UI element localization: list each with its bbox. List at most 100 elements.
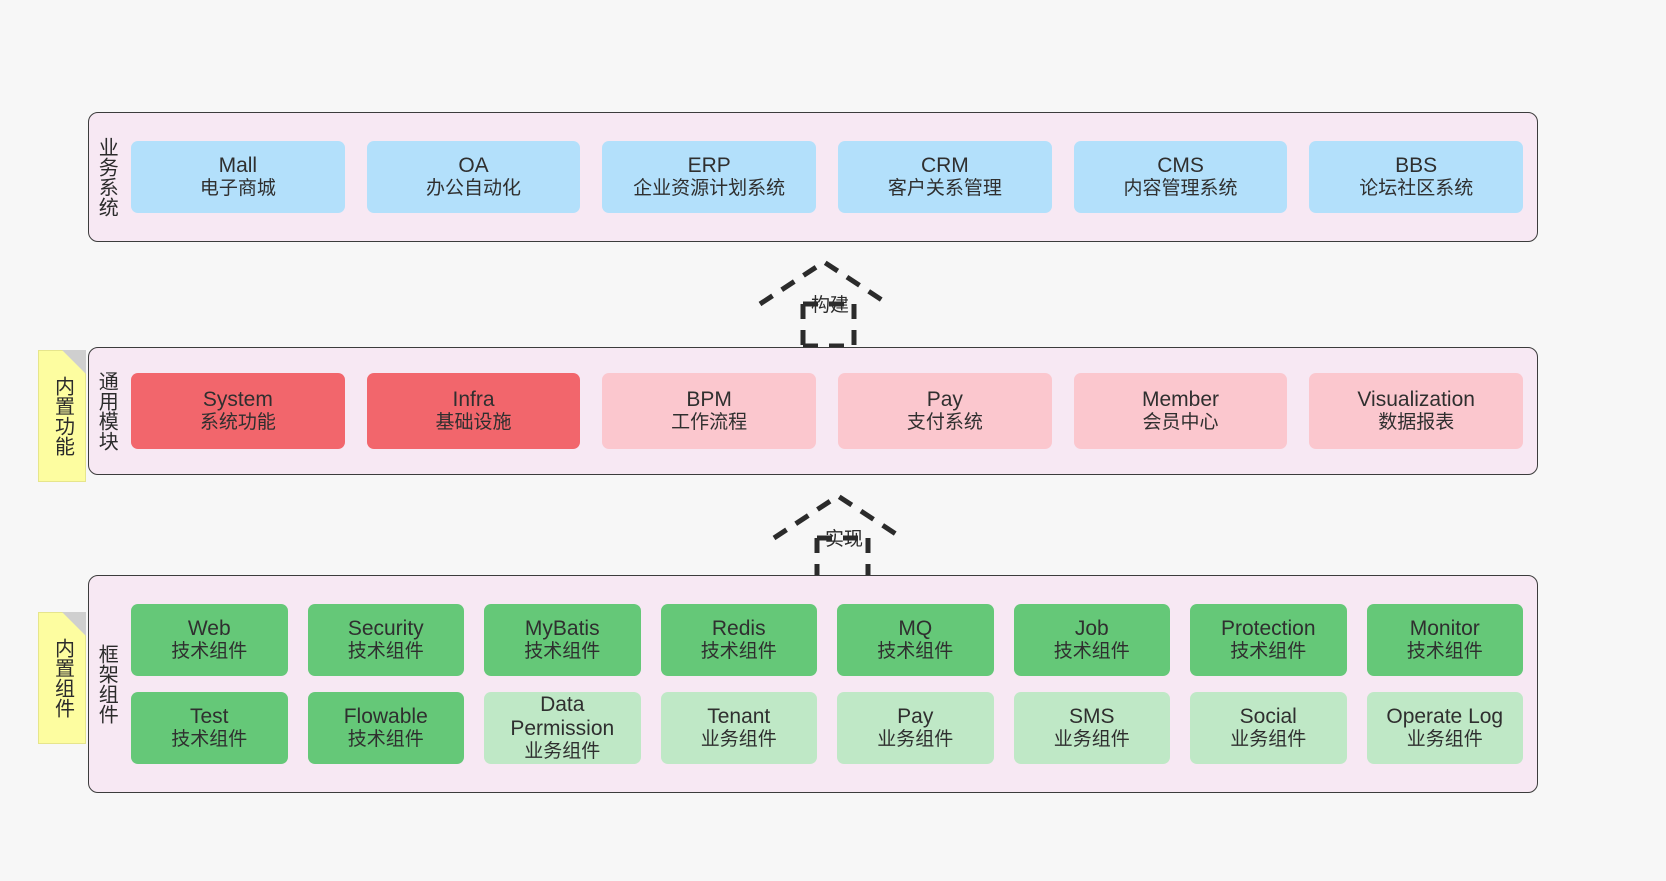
- card-protection-subtitle: 技术组件: [1230, 641, 1307, 663]
- card-bbs-subtitle: 论坛社区系统: [1359, 178, 1474, 200]
- card-redis-title: Redis: [711, 616, 766, 640]
- business-system-cards: Mall 电子商城 OA 办公自动化 ERP 企业资源计划系统 CRM 客户关系…: [123, 113, 1537, 241]
- card-bbs[interactable]: BBS 论坛社区系统: [1309, 141, 1524, 213]
- card-test-title: Test: [189, 704, 229, 728]
- card-erp-subtitle: 企业资源计划系统: [633, 178, 786, 200]
- implement-arrow-label: 实现: [825, 529, 864, 550]
- build-arrow: [758, 259, 890, 349]
- framework-tech-row: Web 技术组件 Security 技术组件 MyBatis 技术组件 Redi…: [131, 604, 1523, 676]
- card-cms[interactable]: CMS 内容管理系统: [1073, 141, 1288, 213]
- card-sms[interactable]: SMS 业务组件: [1013, 692, 1170, 764]
- card-security[interactable]: Security 技术组件: [307, 604, 464, 676]
- card-bpm[interactable]: BPM 工作流程: [602, 373, 817, 449]
- card-oa-subtitle: 办公自动化: [426, 178, 522, 200]
- card-monitor[interactable]: Monitor 技术组件: [1366, 604, 1523, 676]
- card-member[interactable]: Member 会员中心: [1073, 373, 1288, 449]
- card-operate-log-title: Operate Log: [1386, 704, 1504, 728]
- card-mybatis[interactable]: MyBatis 技术组件: [484, 604, 641, 676]
- card-job-subtitle: 技术组件: [1053, 641, 1130, 663]
- card-security-title: Security: [347, 616, 424, 640]
- builtin-component-note: 内置组件: [38, 612, 86, 744]
- card-system-title: System: [202, 387, 273, 411]
- card-system-subtitle: 系统功能: [199, 412, 276, 434]
- note-fold-icon: [62, 350, 86, 374]
- card-monitor-title: Monitor: [1409, 616, 1480, 640]
- card-erp-title: ERP: [687, 153, 731, 177]
- card-cms-subtitle: 内容管理系统: [1123, 178, 1238, 200]
- card-sms-subtitle: 业务组件: [1053, 729, 1130, 751]
- card-pay-module-title: Pay: [926, 387, 963, 411]
- framework-component-layer: 框架组件 Web 技术组件 Security 技术组件 MyBatis 技术组件…: [88, 575, 1538, 793]
- card-sms-title: SMS: [1068, 704, 1115, 728]
- card-flowable-subtitle: 技术组件: [347, 729, 424, 751]
- card-flowable[interactable]: Flowable 技术组件: [307, 692, 464, 764]
- common-module-cards: System 系统功能 Infra 基础设施 BPM 工作流程 Pay 支付系统…: [123, 348, 1537, 474]
- card-redis[interactable]: Redis 技术组件: [660, 604, 817, 676]
- framework-component-cards: Web 技术组件 Security 技术组件 MyBatis 技术组件 Redi…: [123, 576, 1537, 792]
- card-redis-subtitle: 技术组件: [700, 641, 777, 663]
- card-web-subtitle: 技术组件: [171, 641, 248, 663]
- card-pay-component[interactable]: Pay 业务组件: [837, 692, 994, 764]
- card-monitor-subtitle: 技术组件: [1406, 641, 1483, 663]
- card-bbs-title: BBS: [1395, 153, 1438, 177]
- card-web[interactable]: Web 技术组件: [131, 604, 288, 676]
- card-cms-title: CMS: [1157, 153, 1204, 177]
- card-tenant-title: Tenant: [707, 704, 771, 728]
- card-pay-module[interactable]: Pay 支付系统: [838, 373, 1052, 449]
- builtin-component-note-text: 内置组件: [51, 638, 74, 718]
- card-protection-title: Protection: [1220, 616, 1316, 640]
- card-oa-title: OA: [458, 153, 489, 177]
- framework-business-row: Test 技术组件 Flowable 技术组件 Data Permission …: [131, 692, 1523, 764]
- card-infra-title: Infra: [452, 387, 495, 411]
- card-flowable-title: Flowable: [343, 704, 428, 728]
- card-visualization[interactable]: Visualization 数据报表: [1309, 373, 1524, 449]
- card-bpm-subtitle: 工作流程: [671, 412, 748, 434]
- framework-component-layer-title: 框架组件: [95, 644, 118, 724]
- card-data-permission-title: Data Permission: [510, 692, 615, 740]
- common-module-layer-title: 通用模块: [95, 371, 118, 451]
- card-mybatis-subtitle: 技术组件: [524, 641, 601, 663]
- card-job[interactable]: Job 技术组件: [1013, 604, 1170, 676]
- card-test[interactable]: Test 技术组件: [131, 692, 288, 764]
- card-oa[interactable]: OA 办公自动化: [366, 141, 581, 213]
- card-data-permission[interactable]: Data Permission 业务组件: [484, 692, 641, 764]
- card-mall-title: Mall: [218, 153, 258, 177]
- card-social-title: Social: [1239, 704, 1297, 728]
- common-module-row: System 系统功能 Infra 基础设施 BPM 工作流程 Pay 支付系统…: [131, 373, 1524, 449]
- card-web-title: Web: [187, 616, 231, 640]
- card-mall[interactable]: Mall 电子商城: [131, 141, 345, 213]
- common-module-layer: 通用模块 System 系统功能 Infra 基础设施 BPM 工作流程 Pay…: [88, 347, 1538, 475]
- card-mq[interactable]: MQ 技术组件: [837, 604, 994, 676]
- card-operate-log[interactable]: Operate Log 业务组件: [1366, 692, 1523, 764]
- card-social[interactable]: Social 业务组件: [1190, 692, 1347, 764]
- card-member-subtitle: 会员中心: [1142, 412, 1219, 434]
- card-mall-subtitle: 电子商城: [199, 178, 276, 200]
- card-protection[interactable]: Protection 技术组件: [1190, 604, 1347, 676]
- builtin-function-note: 内置功能: [38, 350, 86, 482]
- card-infra[interactable]: Infra 基础设施: [366, 373, 581, 449]
- note-fold-icon: [62, 612, 86, 636]
- card-system[interactable]: System 系统功能: [131, 373, 345, 449]
- card-mq-title: MQ: [898, 616, 933, 640]
- card-crm[interactable]: CRM 客户关系管理: [838, 141, 1052, 213]
- build-arrow-label: 构建: [811, 295, 850, 316]
- card-erp[interactable]: ERP 企业资源计划系统: [602, 141, 817, 213]
- card-test-subtitle: 技术组件: [171, 729, 248, 751]
- card-pay-component-subtitle: 业务组件: [877, 729, 954, 751]
- business-system-layer-title: 业务系统: [95, 137, 118, 217]
- card-social-subtitle: 业务组件: [1230, 729, 1307, 751]
- card-bpm-title: BPM: [686, 387, 732, 411]
- card-tenant[interactable]: Tenant 业务组件: [660, 692, 817, 764]
- card-visualization-title: Visualization: [1357, 387, 1475, 411]
- card-security-subtitle: 技术组件: [347, 641, 424, 663]
- business-system-layer: 业务系统 Mall 电子商城 OA 办公自动化 ERP 企业资源计划系统 CRM…: [88, 112, 1538, 242]
- card-tenant-subtitle: 业务组件: [700, 729, 777, 751]
- card-pay-module-subtitle: 支付系统: [906, 412, 983, 434]
- card-job-title: Job: [1074, 616, 1109, 640]
- card-crm-subtitle: 客户关系管理: [887, 178, 1002, 200]
- card-mybatis-title: MyBatis: [524, 616, 600, 640]
- card-infra-subtitle: 基础设施: [435, 412, 512, 434]
- card-operate-log-subtitle: 业务组件: [1406, 729, 1483, 751]
- card-crm-title: CRM: [920, 153, 969, 177]
